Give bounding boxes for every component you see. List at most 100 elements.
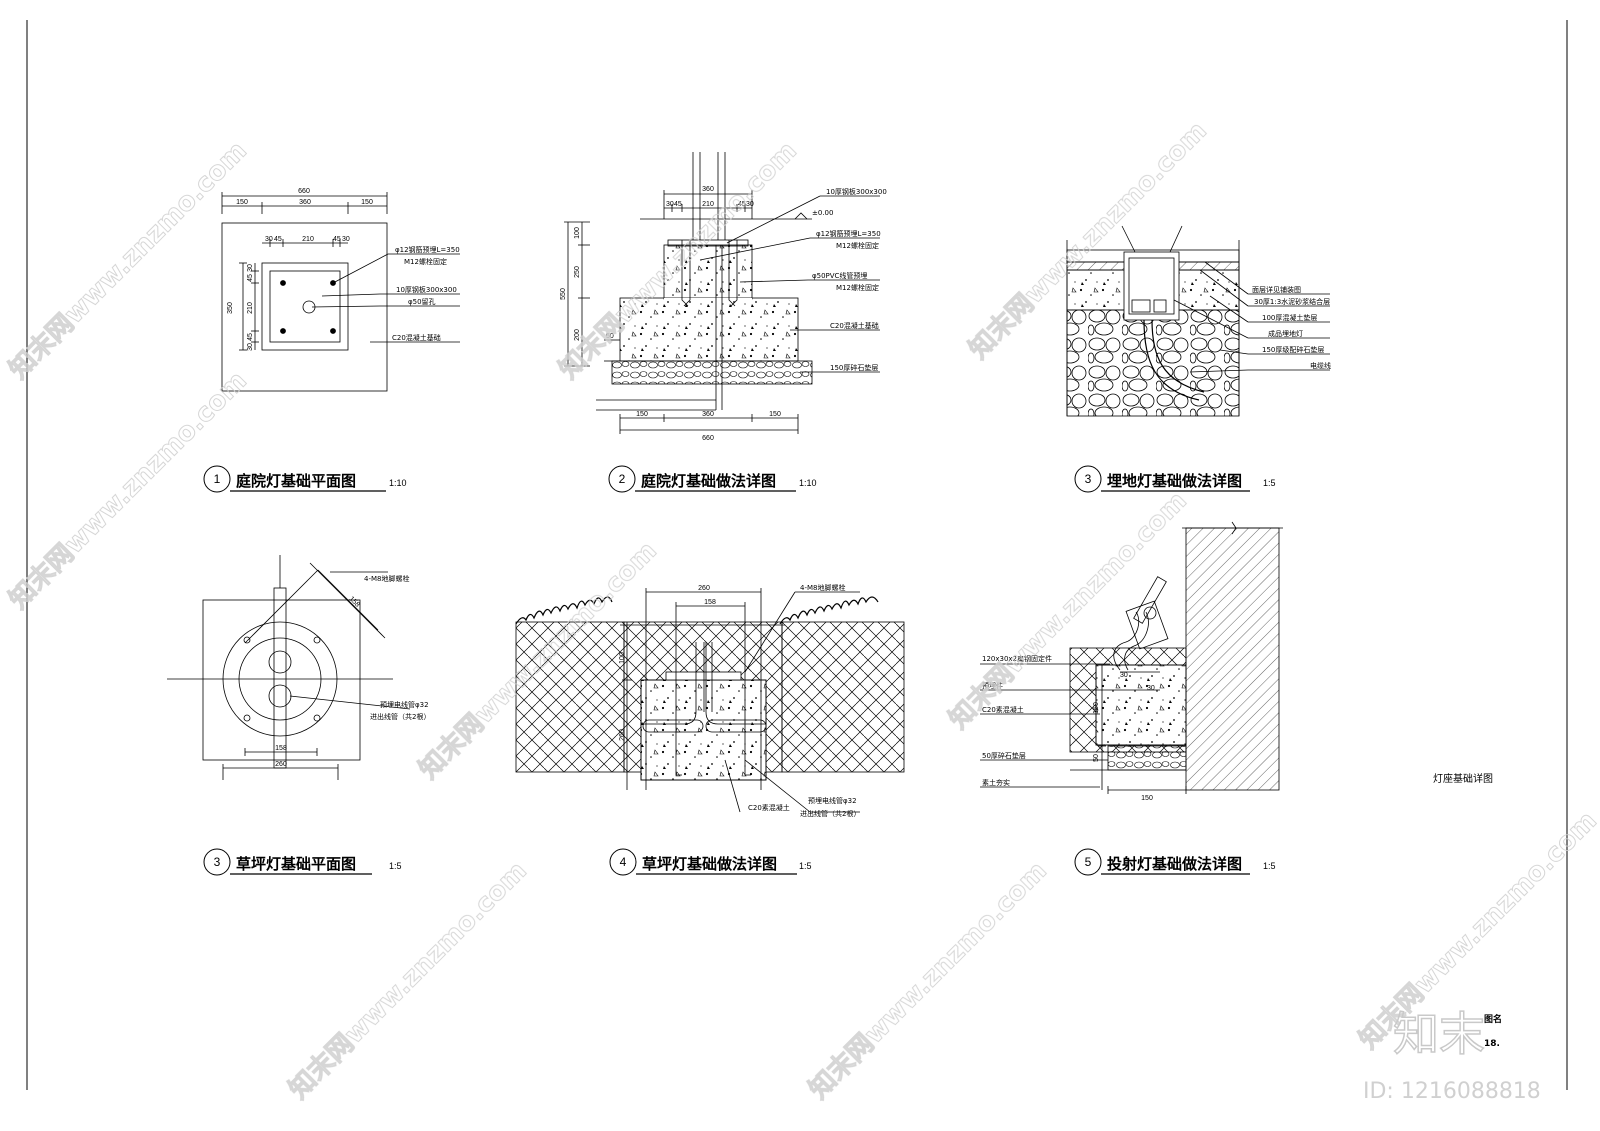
svg-text:1:5: 1:5 bbox=[1263, 478, 1276, 488]
svg-text:1:10: 1:10 bbox=[389, 478, 407, 488]
svg-text:M12螺栓固定: M12螺栓固定 bbox=[836, 283, 879, 292]
drawing-4-lawn-lamp-plan bbox=[167, 555, 411, 780]
svg-text:45: 45 bbox=[738, 201, 746, 208]
svg-text:4-M8地脚螺栓: 4-M8地脚螺栓 bbox=[800, 583, 845, 592]
svg-text:360: 360 bbox=[299, 199, 311, 206]
drawing-title-5: 4 草坪灯基础做法详图 1:5 bbox=[609, 848, 812, 876]
svg-text:预埋电线管φ32: 预埋电线管φ32 bbox=[380, 700, 429, 709]
svg-text:100: 100 bbox=[574, 227, 581, 239]
drawing-title-6: 5 投射灯基础做法详图 1:5 bbox=[1074, 848, 1276, 876]
svg-text:260: 260 bbox=[275, 761, 287, 768]
svg-text:成品埋地灯: 成品埋地灯 bbox=[1268, 329, 1303, 338]
svg-text:φ50PVC线管预埋: φ50PVC线管预埋 bbox=[812, 271, 867, 280]
svg-text:550: 550 bbox=[560, 288, 567, 300]
svg-text:150厚级配碎石垫层: 150厚级配碎石垫层 bbox=[1262, 345, 1324, 354]
svg-text:知末网www.znzmo.com: 知末网www.znzmo.com bbox=[804, 856, 1053, 1105]
svg-text:30: 30 bbox=[1120, 672, 1128, 679]
svg-text:面层详见铺装图: 面层详见铺装图 bbox=[1252, 285, 1301, 294]
svg-text:30: 30 bbox=[247, 343, 254, 351]
svg-text:210: 210 bbox=[247, 302, 254, 314]
svg-text:210: 210 bbox=[702, 201, 714, 208]
svg-text:M12螺栓固定: M12螺栓固定 bbox=[836, 241, 879, 250]
svg-text:1:5: 1:5 bbox=[389, 861, 402, 871]
svg-text:埋地灯基础做法详图: 埋地灯基础做法详图 bbox=[1107, 472, 1242, 490]
drawing-title-1: 1 庭院灯基础平面图 1:10 bbox=[203, 465, 407, 493]
title-block: 图名 18. bbox=[1484, 1013, 1502, 1049]
svg-text:3: 3 bbox=[1085, 472, 1092, 486]
svg-text:45: 45 bbox=[674, 201, 682, 208]
svg-text:1: 1 bbox=[214, 472, 221, 486]
svg-text:250: 250 bbox=[574, 266, 581, 278]
svg-text:电缆线: 电缆线 bbox=[1310, 361, 1331, 370]
svg-text:200: 200 bbox=[574, 329, 581, 341]
svg-text:150: 150 bbox=[1093, 702, 1100, 714]
drawing-2-text: 360 30 45 210 45 30 ±0.00 550 100 250 20… bbox=[560, 186, 887, 442]
drawing-title-4: 3 草坪灯基础平面图 1:5 bbox=[203, 848, 402, 876]
svg-text:进出线管（共2根）: 进出线管（共2根） bbox=[800, 809, 860, 818]
svg-text:30厚1:3水泥砂浆结合层: 30厚1:3水泥砂浆结合层 bbox=[1254, 297, 1330, 306]
svg-text:C20素混凝土: C20素混凝土 bbox=[982, 705, 1024, 714]
svg-text:45: 45 bbox=[274, 236, 282, 243]
svg-text:φ12钢筋预埋L=350: φ12钢筋预埋L=350 bbox=[395, 245, 460, 254]
drawing-6-text: 30 30 150 50 150 120x30x2扁钢固定件 预埋件 C20素混… bbox=[982, 654, 1493, 802]
svg-text:150: 150 bbox=[236, 199, 248, 206]
side-label: 灯座基础详图 bbox=[1433, 772, 1493, 785]
svg-text:150: 150 bbox=[769, 411, 781, 418]
svg-text:150: 150 bbox=[361, 199, 373, 206]
svg-text:1:10: 1:10 bbox=[799, 478, 817, 488]
svg-text:知末网www.znzmo.com: 知末网www.znzmo.com bbox=[4, 366, 253, 615]
drawing-4-text: 4-M8地脚螺栓 158 预埋电线管φ32 进出线管（共2根） 260 158 bbox=[275, 574, 430, 768]
svg-text:C20混凝土基础: C20混凝土基础 bbox=[830, 321, 879, 330]
drawing-5-lawn-lamp-section bbox=[515, 588, 905, 813]
svg-text:30: 30 bbox=[247, 264, 254, 272]
svg-text:660: 660 bbox=[298, 188, 310, 195]
svg-text:260: 260 bbox=[619, 729, 626, 741]
svg-text:18.: 18. bbox=[1484, 1039, 1500, 1049]
drawing-5-text: 260 158 100 260 4-M8地脚螺栓 预埋电线管φ32 进出线管（共… bbox=[619, 583, 860, 818]
svg-text:投射灯基础做法详图: 投射灯基础做法详图 bbox=[1107, 855, 1242, 873]
svg-text:120x30x2扁钢固定件: 120x30x2扁钢固定件 bbox=[982, 654, 1052, 663]
svg-text:45: 45 bbox=[333, 236, 341, 243]
svg-text:图名: 图名 bbox=[1484, 1013, 1502, 1025]
svg-text:150: 150 bbox=[636, 411, 648, 418]
svg-text:210: 210 bbox=[302, 236, 314, 243]
svg-text:50: 50 bbox=[1093, 754, 1100, 762]
svg-text:进出线管（共2根）: 进出线管（共2根） bbox=[370, 712, 430, 721]
svg-text:4: 4 bbox=[620, 855, 627, 869]
drawing-3-inground-lamp-section bbox=[1066, 225, 1330, 417]
svg-text:φ12钢筋预埋L=350: φ12钢筋预埋L=350 bbox=[816, 229, 881, 238]
svg-text:庭院灯基础做法详图: 庭院灯基础做法详图 bbox=[641, 472, 776, 490]
svg-text:30: 30 bbox=[746, 201, 754, 208]
svg-text:草坪灯基础平面图: 草坪灯基础平面图 bbox=[236, 855, 356, 873]
svg-text:庭院灯基础平面图: 庭院灯基础平面图 bbox=[236, 472, 356, 490]
svg-text:±0.00: ±0.00 bbox=[812, 209, 833, 217]
drawing-1-text: 660 150 360 150 30 45 210 45 30 350 30 4… bbox=[227, 188, 460, 351]
drawing-2-courtyard-lamp-section bbox=[564, 152, 880, 434]
svg-text:2: 2 bbox=[619, 472, 626, 486]
drawing-6-floodlight-section bbox=[980, 521, 1283, 794]
svg-text:M12螺栓固定: M12螺栓固定 bbox=[404, 257, 447, 266]
svg-text:1:5: 1:5 bbox=[1263, 861, 1276, 871]
svg-text:50厚碎石垫层: 50厚碎石垫层 bbox=[982, 751, 1026, 760]
svg-text:预埋电线管φ32: 预埋电线管φ32 bbox=[808, 796, 857, 805]
svg-text:150: 150 bbox=[1141, 795, 1153, 802]
svg-text:10厚钢板300x300: 10厚钢板300x300 bbox=[396, 285, 457, 294]
svg-text:350: 350 bbox=[227, 302, 234, 314]
svg-text:660: 660 bbox=[702, 435, 714, 442]
svg-text:4-M8地脚螺栓: 4-M8地脚螺栓 bbox=[364, 574, 409, 583]
svg-text:30: 30 bbox=[342, 236, 350, 243]
drawing-3-text: 面层详见铺装图 30厚1:3水泥砂浆结合层 100厚混凝土垫层 成品埋地灯 15… bbox=[1252, 285, 1331, 370]
svg-text:5: 5 bbox=[1085, 855, 1092, 869]
watermark-logo: 知末 bbox=[1393, 1007, 1485, 1061]
svg-text:158: 158 bbox=[275, 745, 287, 752]
svg-text:30: 30 bbox=[1147, 685, 1155, 692]
svg-text:草坪灯基础做法详图: 草坪灯基础做法详图 bbox=[642, 855, 777, 873]
svg-text:知末网www.znzmo.com: 知末网www.znzmo.com bbox=[284, 856, 533, 1105]
drawing-title-3: 3 埋地灯基础做法详图 1:5 bbox=[1074, 465, 1276, 493]
svg-text:C20混凝土基础: C20混凝土基础 bbox=[392, 333, 441, 342]
svg-text:3: 3 bbox=[214, 855, 221, 869]
watermark-id: ID: 1216088818 bbox=[1363, 1079, 1541, 1104]
svg-text:260: 260 bbox=[698, 585, 710, 592]
svg-text:45: 45 bbox=[247, 274, 254, 282]
